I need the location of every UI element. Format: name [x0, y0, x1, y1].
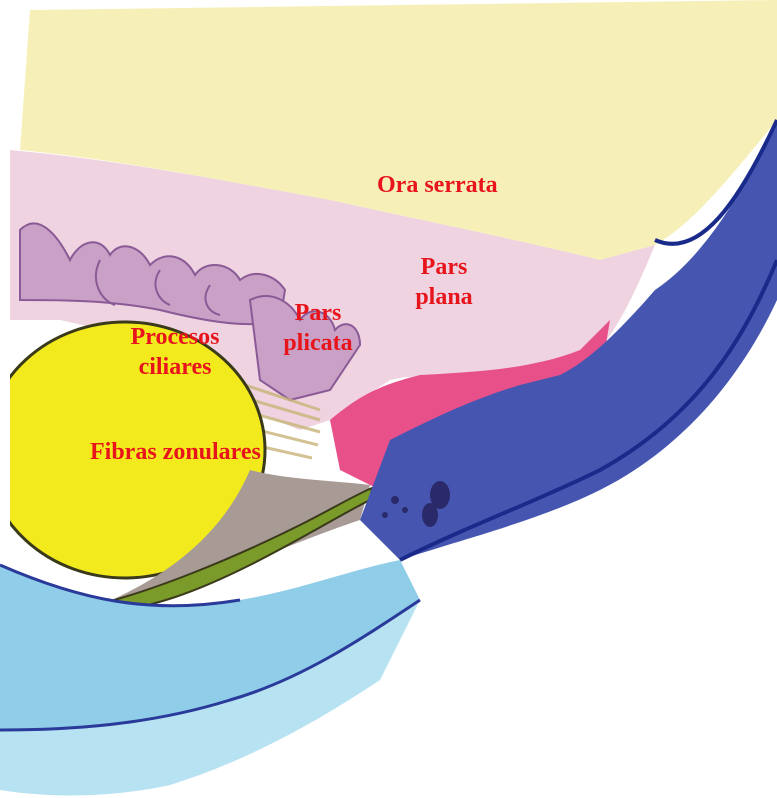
label-ora-serrata: Ora serrata: [377, 170, 498, 200]
label-pars-plicata-line1: Pars: [262, 298, 374, 328]
label-pars-plana: Pars plana: [398, 252, 490, 312]
label-pars-plicata-line2: plicata: [262, 328, 374, 358]
label-procesos-ciliares-line1: Procesos: [100, 322, 250, 352]
label-fibras-zonulares: Fibras zonulares: [90, 437, 261, 467]
lens-clip: [0, 300, 10, 600]
label-pars-plicata: Pars plicata: [262, 298, 374, 358]
label-procesos-ciliares: Procesos ciliares: [100, 322, 250, 382]
label-pars-plana-line1: Pars: [398, 252, 490, 282]
label-procesos-ciliares-line2: ciliares: [100, 352, 250, 382]
label-pars-plana-line2: plana: [398, 282, 490, 312]
